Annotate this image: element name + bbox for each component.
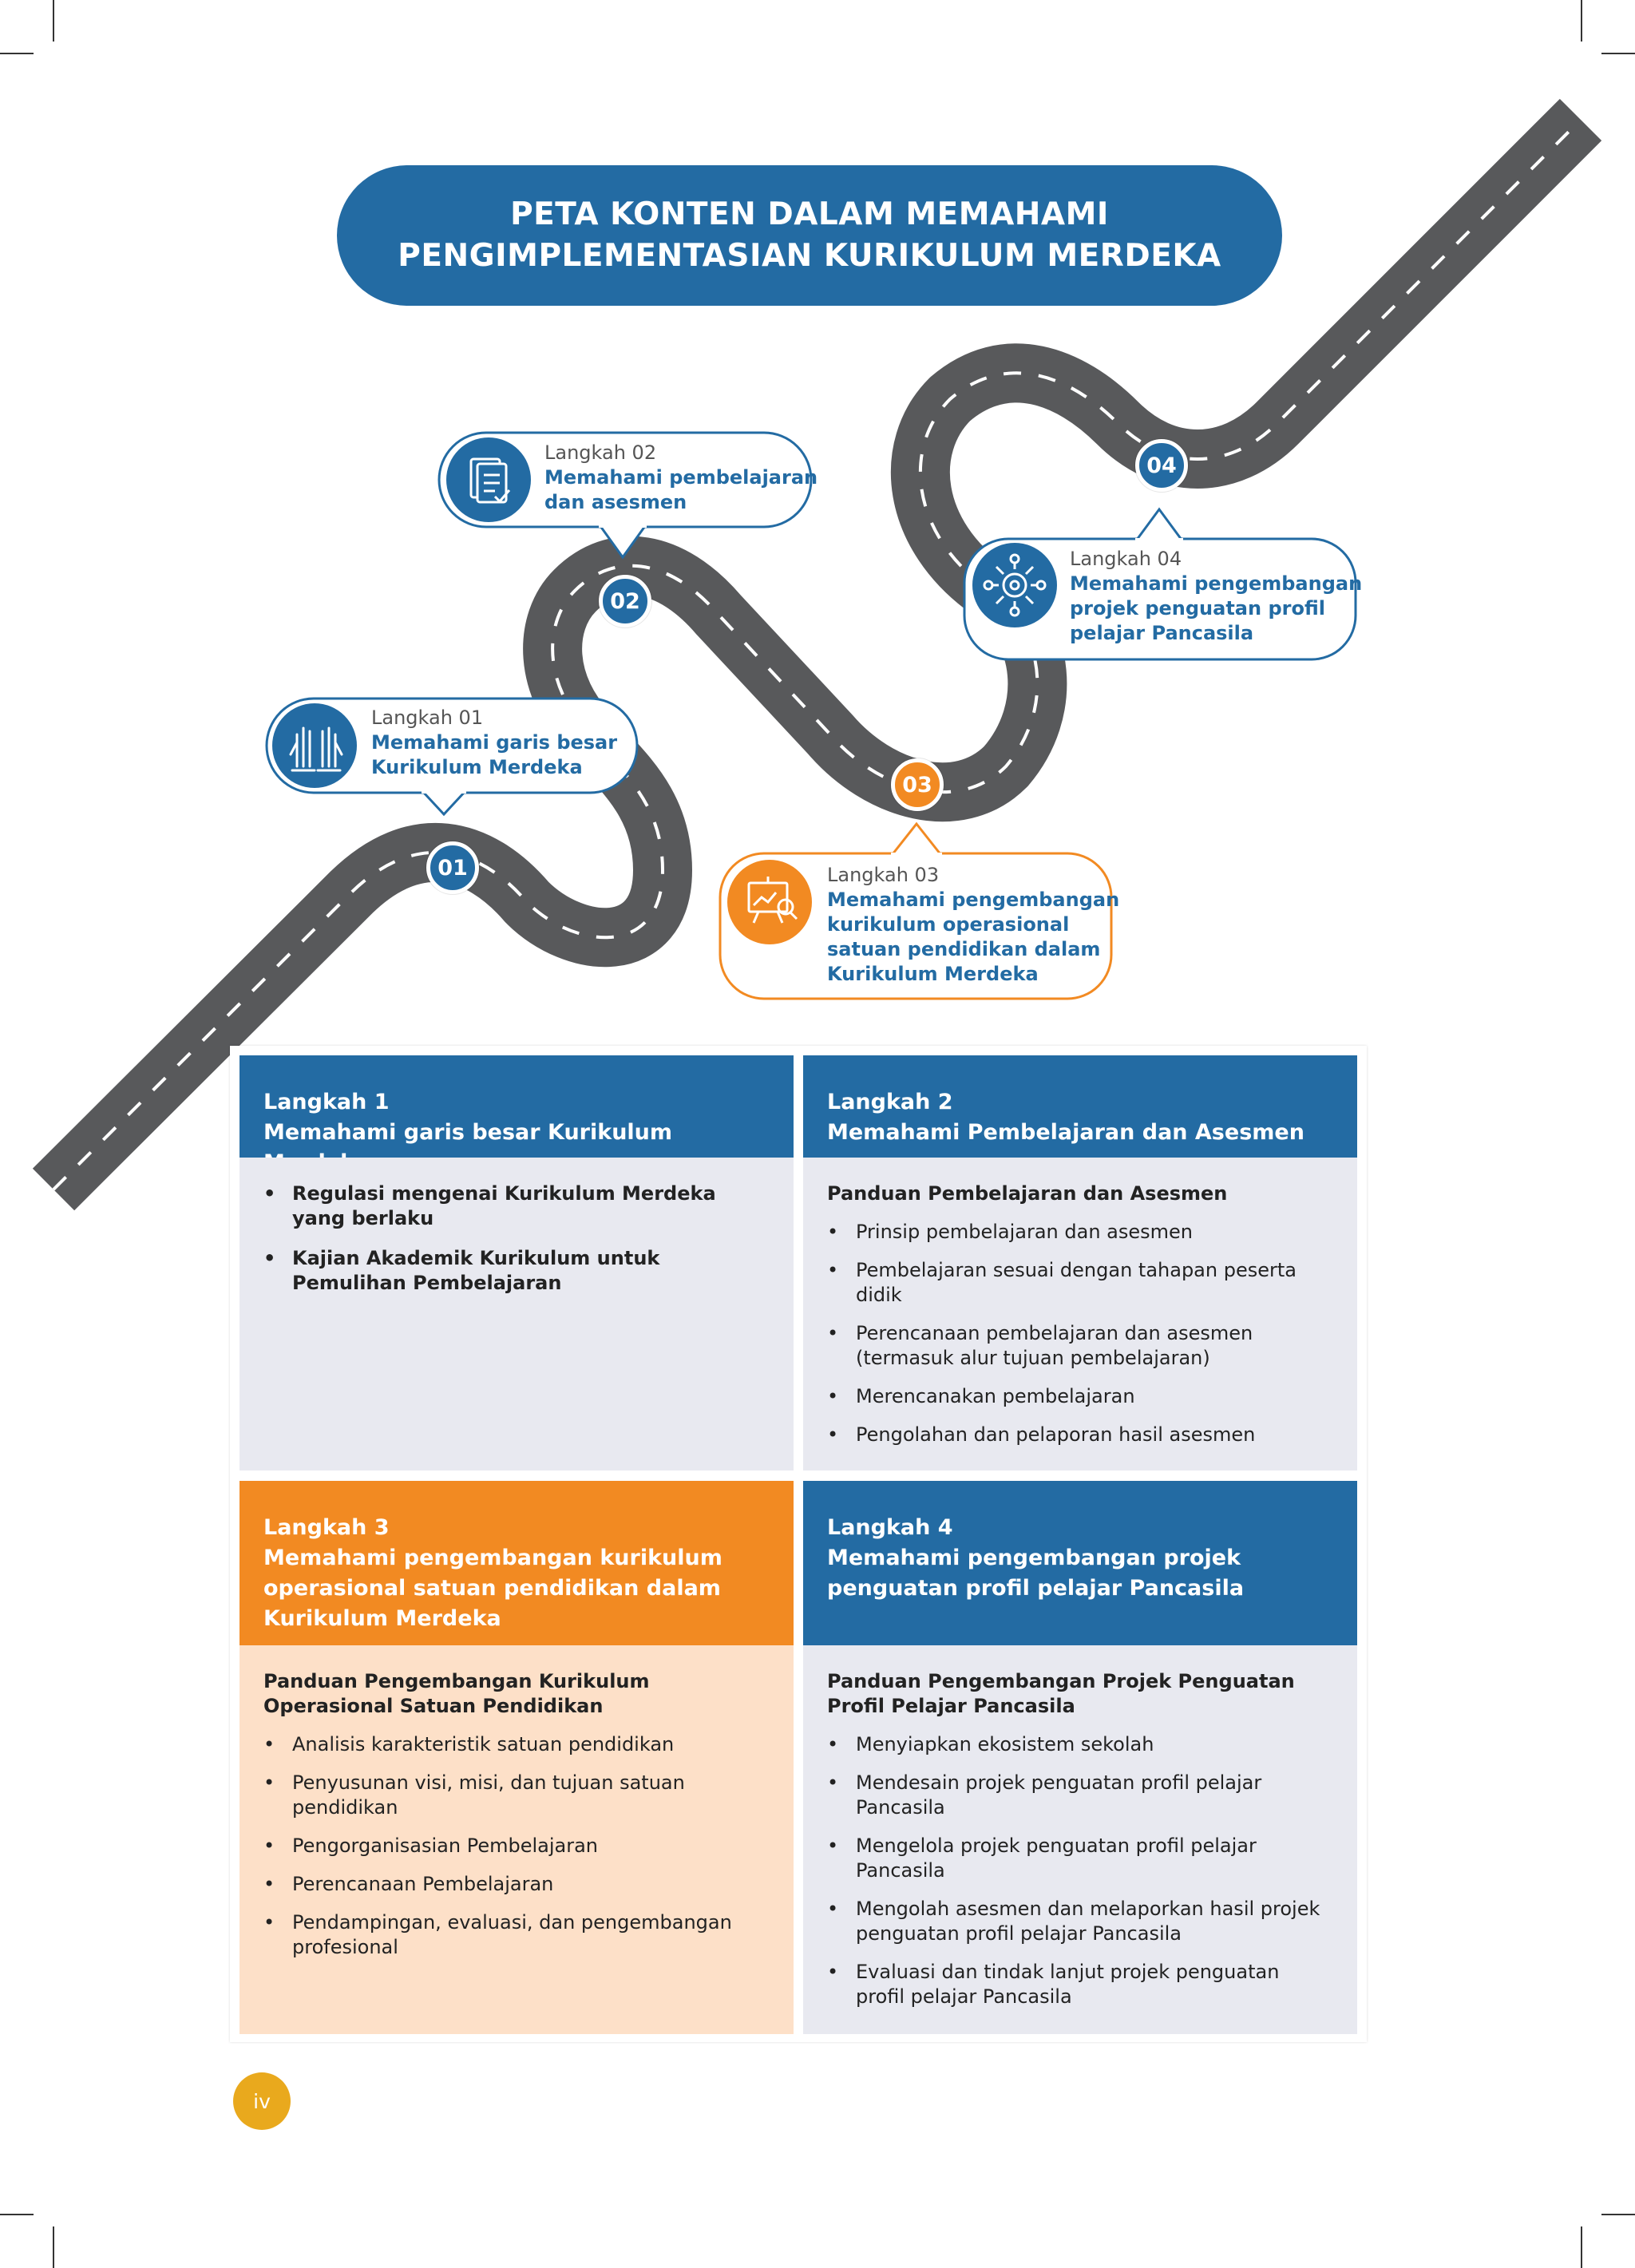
step-panel-title: Memahami Pembelajaran dan Asesmen (827, 1120, 1304, 1145)
step-panel-title: penguatan profil pelajar Pancasila (827, 1576, 1245, 1601)
list-item: Perencanaan Pembelajaran (263, 1872, 770, 1897)
crop-mark (1601, 2214, 1635, 2215)
step-panel-header: Langkah 4 Memahami pengembangan projek p… (803, 1481, 1357, 1645)
list-item: Mendesain projek penguatan profil pelaja… (827, 1771, 1333, 1820)
step-panel-label: Langkah 1 (263, 1090, 390, 1114)
step-title: pelajar Pancasila (1070, 622, 1254, 644)
step-title: dan asesmen (544, 491, 687, 513)
crop-mark (53, 0, 54, 42)
presentation-board-icon (727, 860, 812, 944)
step-title: Kurikulum Merdeka (827, 963, 1039, 985)
crop-mark (1581, 0, 1582, 42)
crop-mark (0, 2214, 34, 2215)
step-panel-label: Langkah 2 (827, 1090, 953, 1114)
step-title: Kurikulum Merdeka (371, 756, 583, 778)
road-marker-03: 03 (891, 758, 944, 811)
step-panel-title: Memahami pengembangan kurikulum (263, 1546, 722, 1570)
bullet-list: Menyiapkan ekosistem sekolah Mendesain p… (827, 1732, 1333, 2009)
step-panel-1: Langkah 1 Memahami garis besar Kurikulum… (240, 1055, 794, 1470)
page-title: PETA KONTEN DALAM MEMAHAMI PENGIMPLEMENT… (337, 165, 1282, 306)
step-panel-subheading: Panduan Pengembangan Kurikulum Operasion… (263, 1670, 650, 1717)
step-panel-body: Panduan Pengembangan Kurikulum Operasion… (240, 1645, 794, 2034)
bullet-list: Analisis karakteristik satuan pendidikan… (263, 1732, 770, 1960)
list-item: Mengolah asesmen dan melaporkan hasil pr… (827, 1897, 1333, 1946)
step-title: Memahami pengembangan (1070, 572, 1363, 595)
crop-mark (1581, 2226, 1582, 2268)
step-panel-body: Panduan Pengembangan Projek Penguatan Pr… (803, 1645, 1357, 2034)
crop-mark (0, 53, 34, 54)
road-marker-02: 02 (599, 575, 651, 627)
step-panel-title: Kurikulum Merdeka (263, 1606, 501, 1631)
list-item: Merencanakan pembelajaran (827, 1384, 1333, 1409)
list-item: Kajian Akademik Kurikulum untuk Pemuliha… (263, 1246, 770, 1296)
step-bubble-04-text: Langkah 04 Memahami pengembangan projek … (1070, 547, 1362, 646)
step-panel-body: Regulasi mengenai Kurikulum Merdeka yang… (240, 1158, 794, 1470)
page-number: iv (233, 2072, 291, 2130)
crop-mark (1601, 53, 1635, 54)
step-bubble-03-pointer (891, 821, 942, 855)
step-bubble-01-pointer (422, 790, 466, 817)
list-item: Perencanaan pembelajaran dan asesmen (te… (827, 1321, 1333, 1371)
step-label: Langkah 01 (371, 707, 484, 729)
list-item: Pendampingan, evaluasi, dan pengembangan… (263, 1910, 770, 1960)
step-panel-subheading: Panduan Pembelajaran dan Asesmen (827, 1182, 1228, 1205)
raised-hands-icon (272, 703, 357, 788)
page-title-line: PETA KONTEN DALAM MEMAHAMI (510, 196, 1109, 232)
step-bubble-01-text: Langkah 01 Memahami garis besar Kurikulu… (371, 706, 617, 780)
step-bubble-03-text: Langkah 03 Memahami pengembangan kurikul… (827, 863, 1119, 987)
step-label: Langkah 02 (544, 441, 657, 464)
step-panel-label: Langkah 3 (263, 1515, 390, 1540)
step-title: projek penguatan profil (1070, 597, 1325, 619)
road-marker-01: 01 (426, 841, 479, 894)
step-bubble-04-pointer (1135, 507, 1183, 540)
step-label: Langkah 04 (1070, 548, 1182, 570)
step-title: Memahami garis besar (371, 731, 618, 754)
bullet-list: Regulasi mengenai Kurikulum Merdeka yang… (263, 1181, 770, 1296)
step-panel-3: Langkah 3 Memahami pengembangan kurikulu… (240, 1481, 794, 2034)
list-item: Penyusunan visi, misi, dan tujuan satuan… (263, 1771, 770, 1820)
list-item: Pengolahan dan pelaporan hasil asesmen (827, 1423, 1333, 1447)
step-bubble-02-text: Langkah 02 Memahami pembelajaran dan ase… (544, 441, 818, 515)
step-title: Memahami pengembangan (827, 889, 1120, 911)
step-panel-body: Panduan Pembelajaran dan Asesmen Prinsip… (803, 1158, 1357, 1470)
step-panel-label: Langkah 4 (827, 1515, 953, 1540)
step-panel-header: Langkah 3 Memahami pengembangan kurikulu… (240, 1481, 794, 1645)
step-panel-header: Langkah 2 Memahami Pembelajaran dan Ases… (803, 1055, 1357, 1158)
list-item: Evaluasi dan tindak lanjut projek pengua… (827, 1960, 1333, 2009)
list-item: Analisis karakteristik satuan pendidikan (263, 1732, 770, 1757)
steps-grid: Langkah 1 Memahami garis besar Kurikulum… (230, 1046, 1367, 2042)
page-title-line: PENGIMPLEMENTASIAN KURIKULUM MERDEKA (398, 238, 1221, 274)
list-item: Regulasi mengenai Kurikulum Merdeka yang… (263, 1181, 770, 1231)
step-title: kurikulum operasional (827, 913, 1070, 936)
step-panel-4: Langkah 4 Memahami pengembangan projek p… (803, 1481, 1357, 2034)
road-marker-04: 04 (1135, 439, 1188, 492)
road-lane-marking (52, 118, 1582, 1191)
step-panel-2: Langkah 2 Memahami Pembelajaran dan Ases… (803, 1055, 1357, 1470)
list-item: Pengorganisasian Pembelajaran (263, 1834, 770, 1858)
step-title: Memahami pembelajaran (544, 466, 818, 489)
step-panel-title: operasional satuan pendidikan dalam (263, 1576, 721, 1601)
step-panel-title: Memahami pengembangan projek (827, 1546, 1241, 1570)
step-label: Langkah 03 (827, 864, 940, 886)
list-item: Menyiapkan ekosistem sekolah (827, 1732, 1333, 1757)
step-title: satuan pendidikan dalam (827, 938, 1101, 960)
bullet-list: Prinsip pembelajaran dan asesmen Pembela… (827, 1220, 1333, 1447)
step-bubble-02-pointer (599, 525, 647, 560)
step-panel-header: Langkah 1 Memahami garis besar Kurikulum… (240, 1055, 794, 1175)
list-item: Prinsip pembelajaran dan asesmen (827, 1220, 1333, 1245)
list-item: Mengelola projek penguatan profil pelaja… (827, 1834, 1333, 1883)
crop-mark (53, 2226, 54, 2268)
step-panel-subheading: Panduan Pengembangan Projek Penguatan Pr… (827, 1670, 1295, 1717)
list-item: Pembelajaran sesuai dengan tahapan peser… (827, 1258, 1333, 1308)
gear-network-icon (972, 543, 1057, 627)
